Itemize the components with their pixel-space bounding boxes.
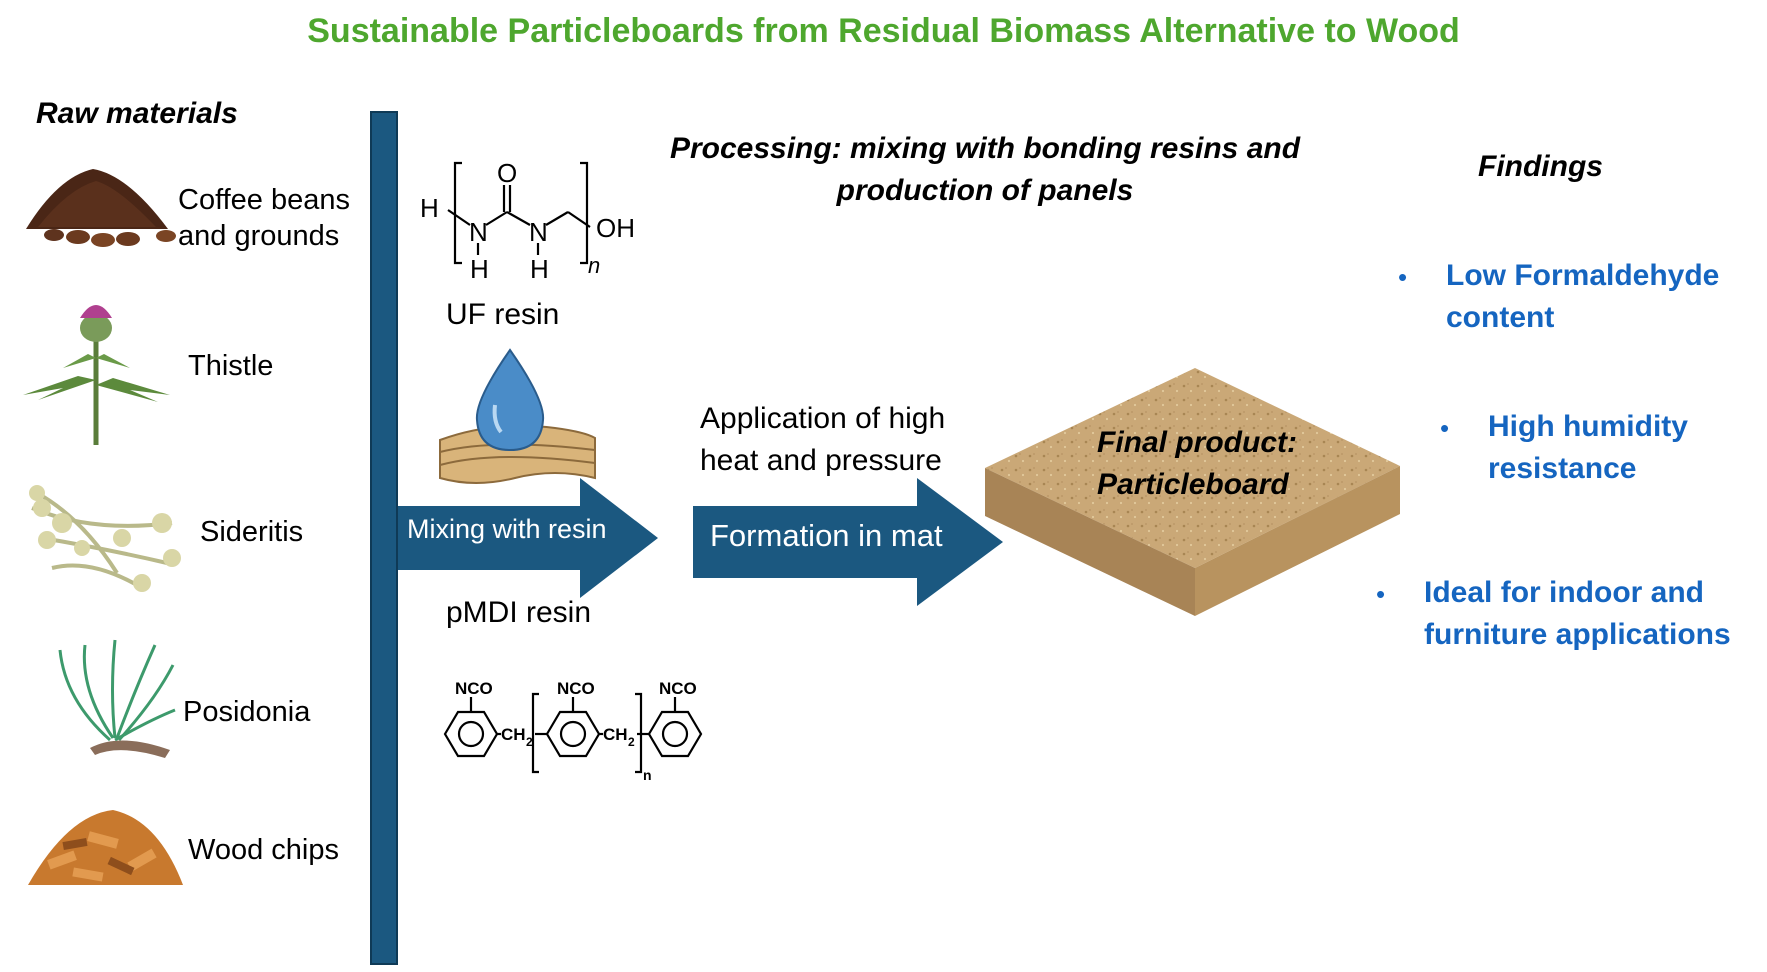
finding-bullet-3: • <box>1376 579 1386 609</box>
pmdi-ch2-1: CH <box>501 725 526 744</box>
finding-item-1: Low Formaldehyde content <box>1446 259 1720 334</box>
formation-arrow-label: Formation in mat <box>710 518 943 553</box>
uf-o-atom: O <box>497 158 517 188</box>
uf-subscript-n: n <box>588 253 600 278</box>
uf-n-atom-2: N <box>529 217 548 247</box>
finding-item-2: High humidity resistance <box>1488 410 1688 485</box>
pmdi-subscript-n: n <box>643 767 652 783</box>
thistle-icon <box>23 305 170 445</box>
final-product-label: Final product: Particleboard <box>1097 426 1297 501</box>
raw-materials-heading: Raw materials <box>36 97 238 130</box>
findings-heading: Findings <box>1478 150 1603 183</box>
diagram-title: Sustainable Particleboards from Residual… <box>307 12 1460 50</box>
pmdi-nco-2: NCO <box>557 679 595 698</box>
pmdi-resin-structure-icon: NCO NCO NCO CH 2 CH 2 n <box>443 679 703 783</box>
raw-item-posidonia-label: Posidonia <box>183 696 311 728</box>
uf-n-atom-1: N <box>469 217 488 247</box>
uf-resin-label: UF resin <box>446 298 560 331</box>
uf-h-atom: H <box>420 193 439 223</box>
pmdi-ch2-1-sub: 2 <box>526 735 533 749</box>
posidonia-icon <box>58 639 176 758</box>
uf-h-atom-2: H <box>470 254 489 284</box>
resin-drop-icon <box>439 348 596 484</box>
finding-bullet-2: • <box>1440 413 1450 443</box>
processing-heading: Processing: mixing with bonding resins a… <box>669 132 1301 207</box>
sideritis-icon <box>29 485 181 592</box>
raw-item-wood-chips-label: Wood chips <box>188 834 339 866</box>
uf-oh-group: OH <box>596 213 635 243</box>
formation-arrow <box>693 478 1003 606</box>
mixing-arrow-label: Mixing with resin <box>407 514 607 544</box>
wood-chips-icon <box>28 810 183 885</box>
finding-bullet-1: • <box>1398 262 1408 292</box>
pmdi-ch2-2-sub: 2 <box>628 735 635 749</box>
mixing-arrow <box>398 478 658 598</box>
pmdi-nco-3: NCO <box>659 679 697 698</box>
raw-item-coffee-label: Coffee beans and grounds <box>178 184 350 252</box>
uf-resin-structure-icon: H O N N H H n OH <box>420 158 635 284</box>
particleboard-icon <box>985 368 1400 616</box>
raw-item-sideritis-label: Sideritis <box>200 516 304 548</box>
heat-pressure-text: Application of high heat and pressure <box>700 402 946 477</box>
raw-item-thistle-label: Thistle <box>188 350 274 382</box>
pmdi-resin-label: pMDI resin <box>446 596 592 629</box>
pmdi-ch2-2: CH <box>603 725 628 744</box>
finding-item-3: Ideal for indoor and furniture applicati… <box>1424 576 1731 651</box>
coffee-grounds-icon <box>26 169 176 247</box>
pmdi-nco-1: NCO <box>455 679 493 698</box>
separator-bar <box>370 111 398 965</box>
uf-h-atom-3: H <box>530 254 549 284</box>
